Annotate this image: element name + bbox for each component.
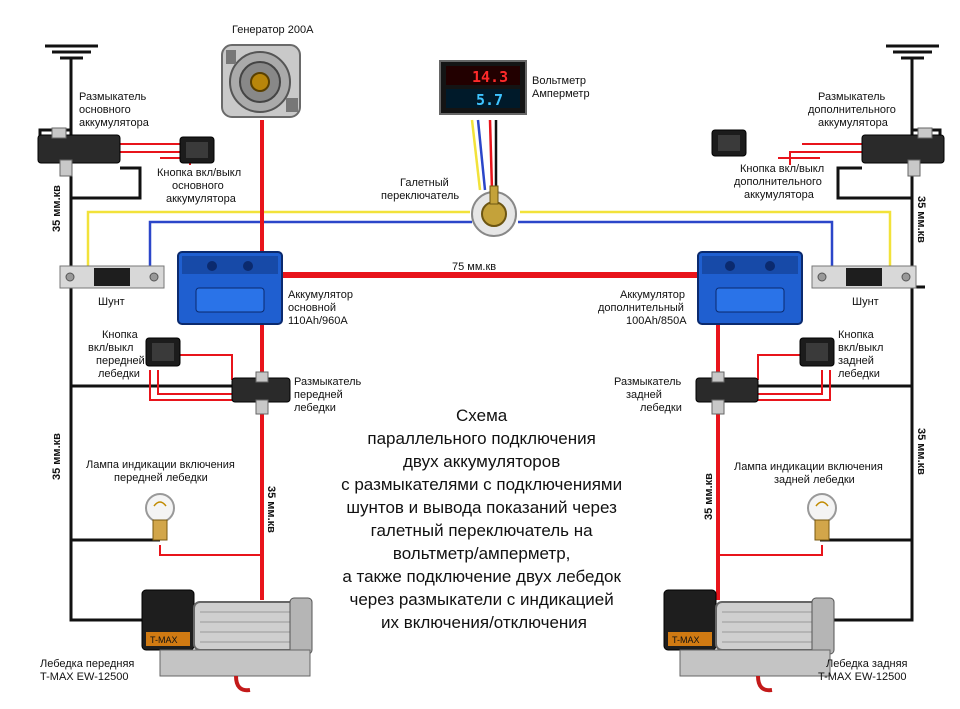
shunt-left-label: Шунт [98,296,125,308]
main-battery-button-icon [179,136,215,164]
front-button-label: Кнопка вкл/выкл передней лебедки [88,329,148,380]
aux-battery-icon [697,251,803,325]
front-lamp-label: Лампа индикации включения передней лебед… [86,459,238,484]
rear-disconnect-label: Размыкатель задней лебедки [614,376,684,414]
generator-label: Генератор 200А [232,24,314,36]
front-winch-icon: T-MAX [141,589,313,693]
rear-winch-button-icon [799,337,835,367]
aux-disconnect-label: Размыкатель дополнительного аккумулятора [808,91,899,129]
rear-lamp-icon [807,493,837,541]
rotary-switch-icon [471,185,517,237]
ground-symbol-left [45,44,98,64]
ground-wires [38,64,942,622]
ground-symbol-right [886,44,939,64]
cable-35-center-left-label: 35 мм.кв [265,486,277,533]
aux-battery-button-icon [711,129,747,157]
cable-35-right-bottom-label: 35 мм.кв [915,428,927,475]
cable-35-left-bottom-label: 35 мм.кв [51,433,63,480]
main-battery-icon [177,251,283,325]
cable-35-right-top-label: 35 мм.кв [915,196,927,243]
alternator-icon [221,44,301,118]
rotary-switch-label: Галетный переключатель [381,177,459,202]
aux-button-label: Кнопка вкл/выкл дополнительного аккумуля… [734,163,827,201]
shunt-right-icon [811,265,917,289]
main-disconnect-label: Размыкатель основного аккумулятора [79,91,150,129]
rear-winch-disconnect-icon [695,371,759,415]
rear-lamp-label: Лампа индикации включения задней лебедки [734,461,886,486]
rear-winch-icon: T-MAX [663,589,835,693]
rear-winch-brand: T-MAX [672,635,700,645]
front-winch-disconnect-icon [231,371,291,415]
front-disconnect-label: Размыкатель передней лебедки [294,376,364,414]
shunt-right-label: Шунт [852,296,879,308]
cable-75-label: 75 мм.кв [452,261,496,273]
diagram-description: Схема параллельного подключения двух акк… [341,406,627,632]
voltmeter-ammeter-icon: 14.3 5.7 [439,60,527,115]
main-battery-label: Аккумулятор основной 110Ah/960A [288,289,356,327]
signal-wires [86,119,892,270]
front-winch-label: Лебедка передняя T-MAX EW-12500 [40,658,137,683]
main-battery-disconnect-icon [37,127,121,177]
voltmeter-label: Вольтметр Амперметр [532,75,590,100]
main-button-label: Кнопка вкл/выкл основного аккумулятора [157,167,244,205]
aux-battery-disconnect-icon [861,127,945,177]
aux-battery-label: Аккумулятор дополнительный 100Ah/850A [598,289,688,327]
front-winch-button-icon [145,337,181,367]
meter-amp-readout: 5.7 [476,91,503,109]
cable-35-center-right-label: 35 мм.кв [703,473,715,520]
shunt-left-icon [59,265,165,289]
rear-button-label: Кнопка вкл/выкл задней лебедки [838,329,886,380]
front-winch-brand: T-MAX [150,635,178,645]
meter-volt-readout: 14.3 [472,68,508,86]
front-lamp-icon [145,493,175,541]
rear-winch-label: Лебедка задняя T-MAX EW-12500 [818,658,911,683]
cable-35-left-top-label: 35 мм.кв [51,185,63,232]
